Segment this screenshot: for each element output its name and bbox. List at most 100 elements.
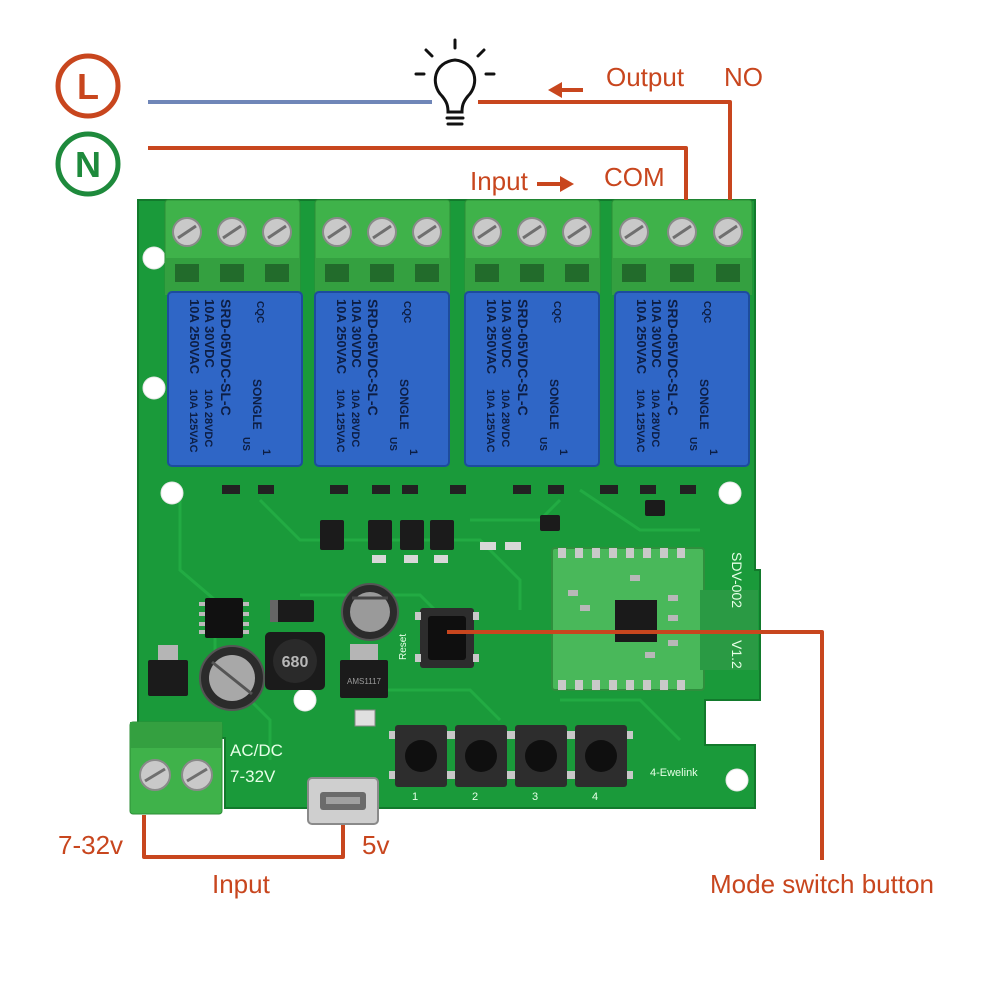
input-wire: [142, 815, 345, 859]
channel-button-3[interactable]: [509, 725, 573, 787]
relay-rating2: 10A 125VAC: [187, 389, 199, 453]
relay-one: 1: [407, 449, 419, 455]
mounting-hole: [718, 481, 742, 505]
relay-rating2: 10A 125VAC: [484, 389, 496, 453]
relay-brand: SONGLE: [547, 379, 561, 430]
channel-button-4[interactable]: [569, 725, 633, 787]
relay-rating3: 10A 28VDC: [349, 389, 361, 447]
mounting-hole: [142, 246, 166, 270]
com-label: COM: [604, 162, 665, 192]
usb-voltage-label: 5v: [362, 830, 389, 860]
relay-cqc: CQC: [401, 301, 412, 323]
relay-1: 10A 250VAC 10A 30VDC SRD-05VDC-SL-C 10A …: [167, 291, 303, 467]
relay-model: SRD-05VDC-SL-C: [218, 299, 234, 416]
terminal-block-4: [611, 199, 753, 296]
relay-cqc: CQC: [551, 301, 562, 323]
channel-button-1[interactable]: [389, 725, 453, 787]
relay-one: 1: [707, 449, 719, 455]
relay-model: SRD-05VDC-SL-C: [365, 299, 381, 416]
live-symbol: L: [55, 53, 121, 119]
relay-3: 10A 250VAC 10A 30VDC SRD-05VDC-SL-C 10A …: [464, 291, 600, 467]
mounting-hole: [142, 376, 166, 400]
ewelink-label: 4-Ewelink: [650, 767, 698, 779]
neutral-letter: N: [75, 144, 101, 185]
power-terminal: [129, 721, 223, 815]
output-wire: [478, 100, 732, 200]
relay-cqc: CQC: [254, 301, 265, 323]
terminal-block-3: [464, 199, 601, 296]
mounting-hole: [160, 481, 184, 505]
relay-4: 10A 250VAC 10A 30VDC SRD-05VDC-SL-C 10A …: [614, 291, 750, 467]
relay-us: US: [240, 437, 251, 451]
capacitor-2: [199, 645, 265, 711]
relay-line2: 10A 30VDC: [202, 299, 217, 368]
relay-line2: 10A 30VDC: [499, 299, 514, 368]
relay-brand: SONGLE: [697, 379, 711, 430]
relay-rating2: 10A 125VAC: [634, 389, 646, 453]
mode-switch-label: Mode switch button: [710, 869, 934, 899]
button-number: 1: [412, 791, 418, 803]
relay-rating3: 10A 28VDC: [499, 389, 511, 447]
relay-model: SRD-05VDC-SL-C: [665, 299, 681, 416]
input-top-label: Input: [470, 166, 529, 196]
button-number: 4: [592, 791, 598, 803]
regulator-small: [148, 660, 188, 696]
input-arrow-icon: [537, 176, 574, 192]
inductor: 680: [265, 632, 325, 690]
module-version: V1.2: [729, 640, 745, 669]
relay-brand: SONGLE: [397, 379, 411, 430]
reset-button[interactable]: [415, 608, 479, 668]
ic-chip: [205, 598, 243, 638]
terminal-block-2: [314, 199, 451, 296]
mounting-hole: [725, 768, 749, 792]
mounting-hole: [293, 688, 317, 712]
voltage-range-label: 7-32V: [230, 767, 276, 786]
no-label: NO: [724, 62, 763, 92]
micro-usb-port[interactable]: [307, 777, 379, 825]
neutral-symbol: N: [55, 131, 121, 197]
wiring: [142, 100, 824, 860]
relay-rating2: 10A 125VAC: [334, 389, 346, 453]
mode-switch-leader: [447, 630, 824, 860]
voltage-left-label: 7-32v: [58, 830, 123, 860]
relay-rating3: 10A 28VDC: [202, 389, 214, 447]
relay-us: US: [537, 437, 548, 451]
regulator-marking: AMS1117: [347, 677, 381, 686]
relay-cqc: CQC: [701, 301, 712, 323]
relay-2: 10A 250VAC 10A 30VDC SRD-05VDC-SL-C 10A …: [314, 291, 450, 467]
relay-terminal-blocks: [164, 199, 753, 296]
live-letter: L: [77, 66, 99, 107]
light-bulb-icon: [414, 38, 496, 126]
capacitor-1: [341, 583, 399, 641]
module-id: SDV-002: [729, 552, 745, 608]
smd-components: 680 AMS1117: [148, 485, 696, 727]
relay-rating3: 10A 28VDC: [649, 389, 661, 447]
relay-line2: 10A 30VDC: [649, 299, 664, 368]
terminal-block-1: [164, 199, 301, 296]
diode: [270, 600, 314, 622]
relay-line2: 10A 30VDC: [349, 299, 364, 368]
relay-line1: 10A 250VAC: [484, 299, 499, 375]
reset-label: Reset: [398, 634, 409, 660]
neutral-wire: [148, 146, 688, 200]
button-number: 2: [472, 791, 478, 803]
button-number: 3: [532, 791, 538, 803]
relay-us: US: [687, 437, 698, 451]
relay-brand: SONGLE: [250, 379, 264, 430]
channel-button-2[interactable]: [449, 725, 513, 787]
input-bottom-label: Input: [212, 869, 271, 899]
voltage-regulator: AMS1117: [340, 644, 388, 698]
relay-one: 1: [260, 449, 272, 455]
inductor-marking: 680: [282, 654, 309, 671]
ac-dc-label: AC/DC: [230, 741, 283, 760]
relay-line1: 10A 250VAC: [634, 299, 649, 375]
relay-one: 1: [557, 449, 569, 455]
relay-us: US: [387, 437, 398, 451]
relay-line1: 10A 250VAC: [187, 299, 202, 375]
relay-line1: 10A 250VAC: [334, 299, 349, 375]
output-arrow-icon: [548, 82, 583, 98]
channel-buttons: 1 2 3 4: [389, 725, 633, 803]
relays: 10A 250VAC 10A 30VDC SRD-05VDC-SL-C 10A …: [167, 291, 750, 467]
